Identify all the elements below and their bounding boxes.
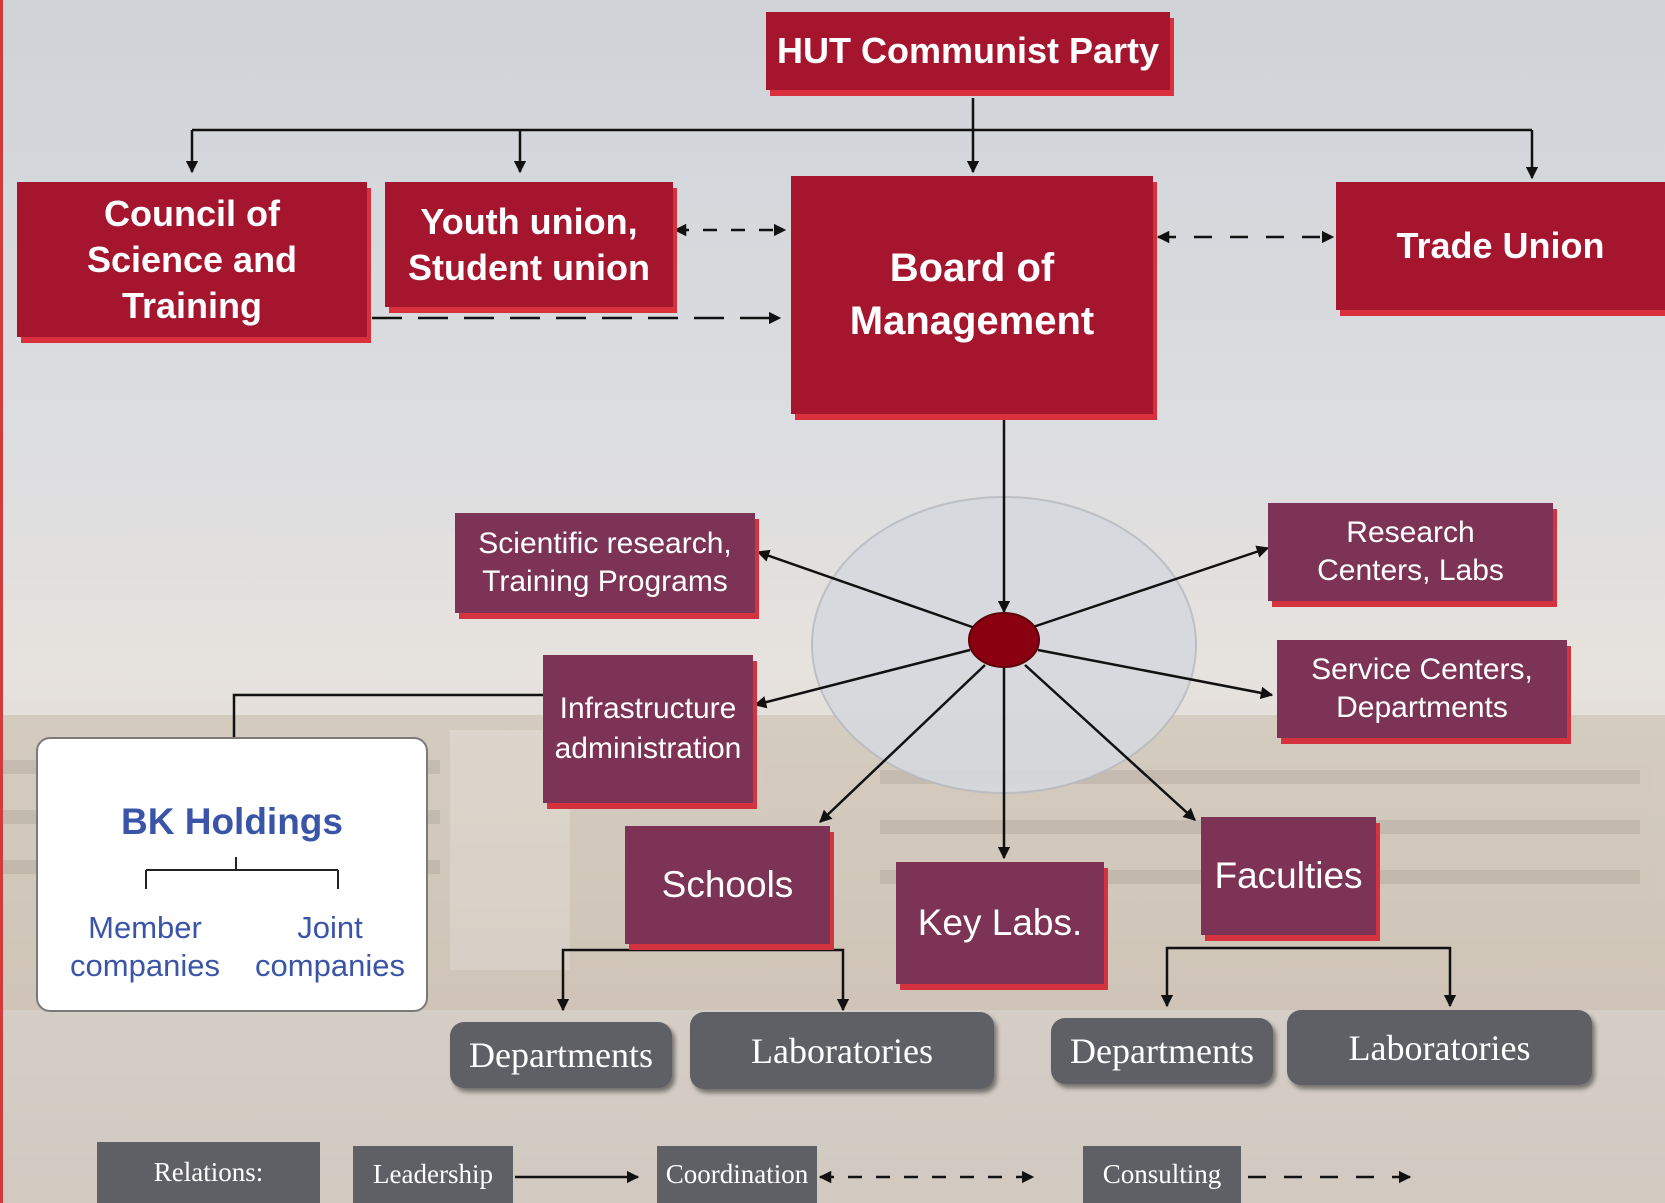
council-box: Council of Science and Training — [17, 182, 367, 337]
schools-label: Schools — [661, 864, 794, 905]
legend-coordination-label: Coordination — [665, 1159, 809, 1189]
infra-line-1: Infrastructure — [559, 692, 737, 725]
research-line-1: Research — [1346, 516, 1475, 549]
faculties-to-dept — [1160, 946, 1250, 1008]
spoke-research — [1029, 545, 1270, 630]
bk-member: Member companies — [60, 909, 230, 985]
faculties-laboratories: Laboratories — [1287, 1010, 1592, 1085]
faculties-departments: Departments — [1051, 1018, 1273, 1084]
faculties-box: Faculties — [1201, 817, 1376, 935]
bk-holdings-title: BK Holdings — [121, 801, 343, 842]
legend-leadership-label: Leadership — [373, 1159, 493, 1189]
spoke-sci — [756, 549, 976, 630]
legend-leadership: Leadership — [353, 1146, 513, 1203]
faculties-laboratories-label: Laboratories — [1348, 1027, 1531, 1068]
research-line-2: Centers, Labs — [1317, 554, 1504, 587]
legend-consulting: Consulting — [1083, 1146, 1241, 1203]
service-line-1: Service Centers, — [1311, 653, 1533, 686]
board-box: Board of Management — [791, 176, 1153, 414]
faculties-to-lab — [1250, 946, 1457, 1008]
bk-member-line-1: Member — [88, 910, 202, 945]
spoke-faculties — [1024, 664, 1196, 821]
youth-line-2: Student union — [408, 246, 650, 288]
sci-box: Scientific research, Training Programs — [455, 513, 755, 613]
service-line-2: Departments — [1336, 691, 1508, 724]
faculties-label: Faculties — [1214, 855, 1363, 896]
keylabs-box: Key Labs. — [896, 862, 1104, 984]
schools-departments-label: Departments — [469, 1035, 653, 1075]
bk-joint-line-2: companies — [255, 948, 405, 983]
spoke-service — [1037, 648, 1274, 700]
schools-box: Schools — [625, 826, 830, 944]
spoke-schools — [819, 664, 986, 823]
infra-box: Infrastructure administration — [543, 655, 753, 803]
hub-node — [968, 612, 1040, 668]
schools-laboratories-label: Laboratories — [751, 1030, 933, 1071]
legend-relations-label: Relations: — [153, 1157, 264, 1187]
party-box: HUT Communist Party — [766, 12, 1170, 90]
legend-coordination: Coordination — [657, 1146, 817, 1203]
legend-consulting-label: Consulting — [1102, 1159, 1222, 1189]
trade-label: Trade Union — [1396, 225, 1605, 266]
infra-line-2: administration — [554, 732, 742, 765]
bk-tree-lines — [145, 857, 339, 889]
board-line-2: Management — [849, 299, 1095, 343]
schools-to-dept — [556, 948, 645, 1012]
party-label: HUT Communist Party — [776, 30, 1160, 71]
bk-joint-line-1: Joint — [297, 910, 363, 945]
sci-line-2: Training Programs — [482, 565, 728, 598]
trade-box: Trade Union — [1336, 182, 1665, 310]
faculties-departments-label: Departments — [1070, 1031, 1254, 1071]
council-line-2: Science and — [86, 238, 298, 280]
spoke-infra — [753, 648, 971, 709]
keylabs-label: Key Labs. — [917, 902, 1083, 943]
service-box: Service Centers, Departments — [1277, 640, 1567, 738]
council-line-1: Council of — [104, 192, 280, 234]
youth-box: Youth union, Student union — [385, 182, 673, 307]
bk-holdings-card: BK Holdings Member companies Joint compa… — [36, 737, 428, 1012]
schools-to-lab — [645, 948, 850, 1012]
youth-line-1: Youth union, — [420, 200, 638, 242]
schools-departments: Departments — [450, 1022, 672, 1088]
bk-joint: Joint companies — [244, 909, 416, 985]
sci-line-1: Scientific research, — [478, 527, 732, 560]
board-line-1: Board of — [889, 246, 1055, 290]
council-line-3: Training — [121, 284, 262, 326]
research-box: Research Centers, Labs — [1268, 503, 1553, 601]
schools-laboratories: Laboratories — [690, 1012, 994, 1089]
legend-relations: Relations: — [97, 1142, 320, 1203]
bk-member-line-2: companies — [70, 948, 220, 983]
